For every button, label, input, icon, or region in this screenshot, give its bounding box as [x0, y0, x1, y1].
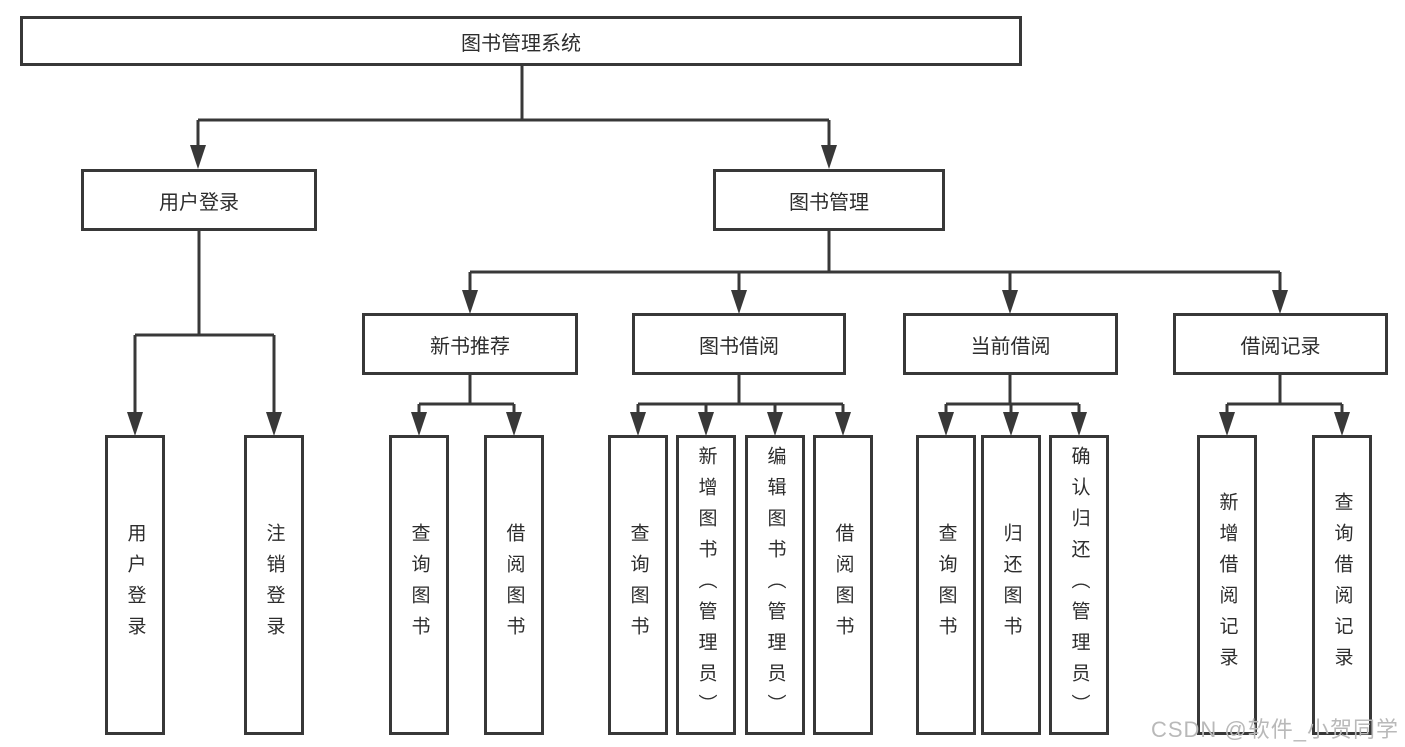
leaf-add-borrow-record: 新增借阅记录: [1197, 435, 1257, 735]
leaf-label: 查询图书: [627, 523, 649, 647]
arrow-down-icon: [1002, 290, 1018, 314]
node-user-login: 用户登录: [81, 169, 317, 231]
leaf-edit-books-admin: 编辑图书（管理员）: [745, 435, 805, 735]
leaf-label: 编辑图书（管理员）: [764, 445, 786, 725]
arrow-down-icon: [698, 412, 714, 436]
leaf-label: 借阅图书: [503, 523, 525, 647]
node-book-management: 图书管理: [713, 169, 945, 231]
leaf-borrow-books-recommend: 借阅图书: [484, 435, 544, 735]
leaf-label: 新增借阅记录: [1216, 492, 1238, 678]
arrow-down-icon: [1272, 290, 1288, 314]
leaf-label: 归还图书: [1000, 523, 1022, 647]
arrow-down-icon: [266, 412, 282, 436]
arrow-down-icon: [127, 412, 143, 436]
leaf-user-login: 用户登录: [105, 435, 165, 735]
leaf-confirm-return-admin: 确认归还（管理员）: [1049, 435, 1109, 735]
node-borrow-records: 借阅记录: [1173, 313, 1388, 375]
node-new-book-recommend: 新书推荐: [362, 313, 578, 375]
leaf-label: 用户登录: [124, 523, 146, 647]
arrow-down-icon: [1334, 412, 1350, 436]
arrow-down-icon: [835, 412, 851, 436]
leaf-logout-login: 注销登录: [244, 435, 304, 735]
leaf-label: 查询图书: [935, 523, 957, 647]
leaf-label: 借阅图书: [832, 523, 854, 647]
arrow-down-icon: [630, 412, 646, 436]
leaf-label: 注销登录: [263, 523, 285, 647]
arrow-down-icon: [1219, 412, 1235, 436]
node-book-borrow: 图书借阅: [632, 313, 846, 375]
arrow-down-icon: [411, 412, 427, 436]
arrow-down-icon: [190, 145, 206, 169]
arrow-down-icons: [127, 145, 1350, 436]
leaf-label: 查询图书: [408, 523, 430, 647]
arrow-down-icon: [1003, 412, 1019, 436]
arrow-down-icon: [938, 412, 954, 436]
arrow-down-icon: [821, 145, 837, 169]
leaf-label: 查询借阅记录: [1331, 492, 1353, 678]
leaf-query-books-recommend: 查询图书: [389, 435, 449, 735]
leaf-label: 确认归还（管理员）: [1068, 445, 1090, 725]
leaf-add-books-admin: 新增图书（管理员）: [676, 435, 736, 735]
leaf-query-books-borrow: 查询图书: [608, 435, 668, 735]
arrow-down-icon: [1071, 412, 1087, 436]
leaf-label: 新增图书（管理员）: [695, 445, 717, 725]
leaf-borrow-books: 借阅图书: [813, 435, 873, 735]
tree-branch-lines: [133, 66, 1344, 413]
node-library-management-system: 图书管理系统: [20, 16, 1022, 66]
arrow-down-icon: [731, 290, 747, 314]
leaf-query-borrow-record: 查询借阅记录: [1312, 435, 1372, 735]
arrow-down-icon: [767, 412, 783, 436]
leaf-return-books: 归还图书: [981, 435, 1041, 735]
leaf-query-books-current: 查询图书: [916, 435, 976, 735]
arrow-down-icon: [506, 412, 522, 436]
node-current-borrow: 当前借阅: [903, 313, 1118, 375]
arrow-down-icon: [462, 290, 478, 314]
